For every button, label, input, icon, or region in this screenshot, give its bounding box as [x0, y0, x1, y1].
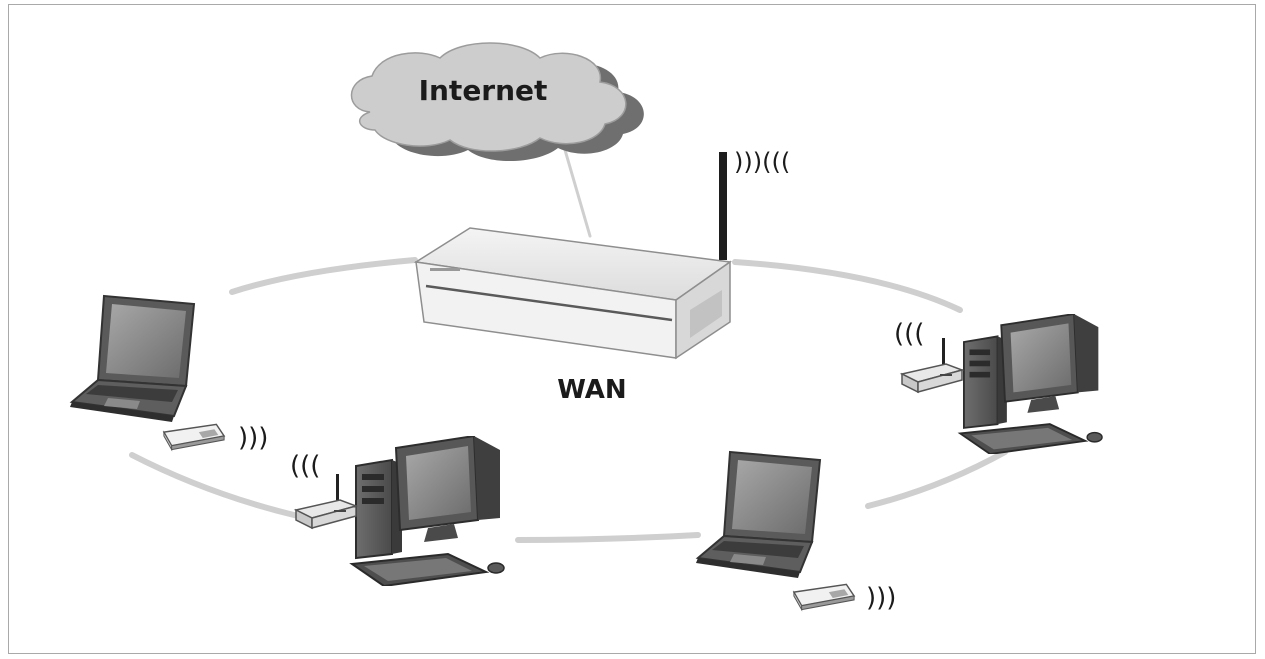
internet-label: Internet	[419, 74, 548, 107]
pc-card-icon	[163, 423, 225, 451]
laptop-bottom-signal: )))	[866, 583, 896, 613]
laptop-left-signal: )))	[238, 423, 268, 453]
cloud-icon	[350, 42, 644, 162]
ring-segment-router-right	[732, 259, 963, 313]
pc-card-icon	[793, 583, 855, 611]
wan-label: WAN	[557, 375, 626, 405]
ring-segment-right-bottom	[865, 449, 1008, 509]
uplink-internet-router	[563, 148, 592, 238]
ring-segment-router-left	[229, 257, 418, 295]
usb-adapter-icon	[295, 473, 357, 529]
desktop-computer-icon	[959, 314, 1104, 454]
router-icon	[413, 152, 733, 360]
connection-ring	[129, 148, 1008, 543]
router-signal: )))(((	[734, 148, 790, 176]
ring-segment-desktop-laptop	[515, 532, 701, 543]
laptop-icon	[695, 451, 821, 579]
ring-segment-left-desktop	[129, 452, 301, 519]
antenna-icon	[719, 152, 727, 260]
ap-right-signal: (((	[894, 319, 924, 349]
laptop-icon	[69, 295, 195, 423]
ap-left-signal: (((	[290, 451, 320, 481]
desktop-computer-icon	[350, 436, 506, 586]
